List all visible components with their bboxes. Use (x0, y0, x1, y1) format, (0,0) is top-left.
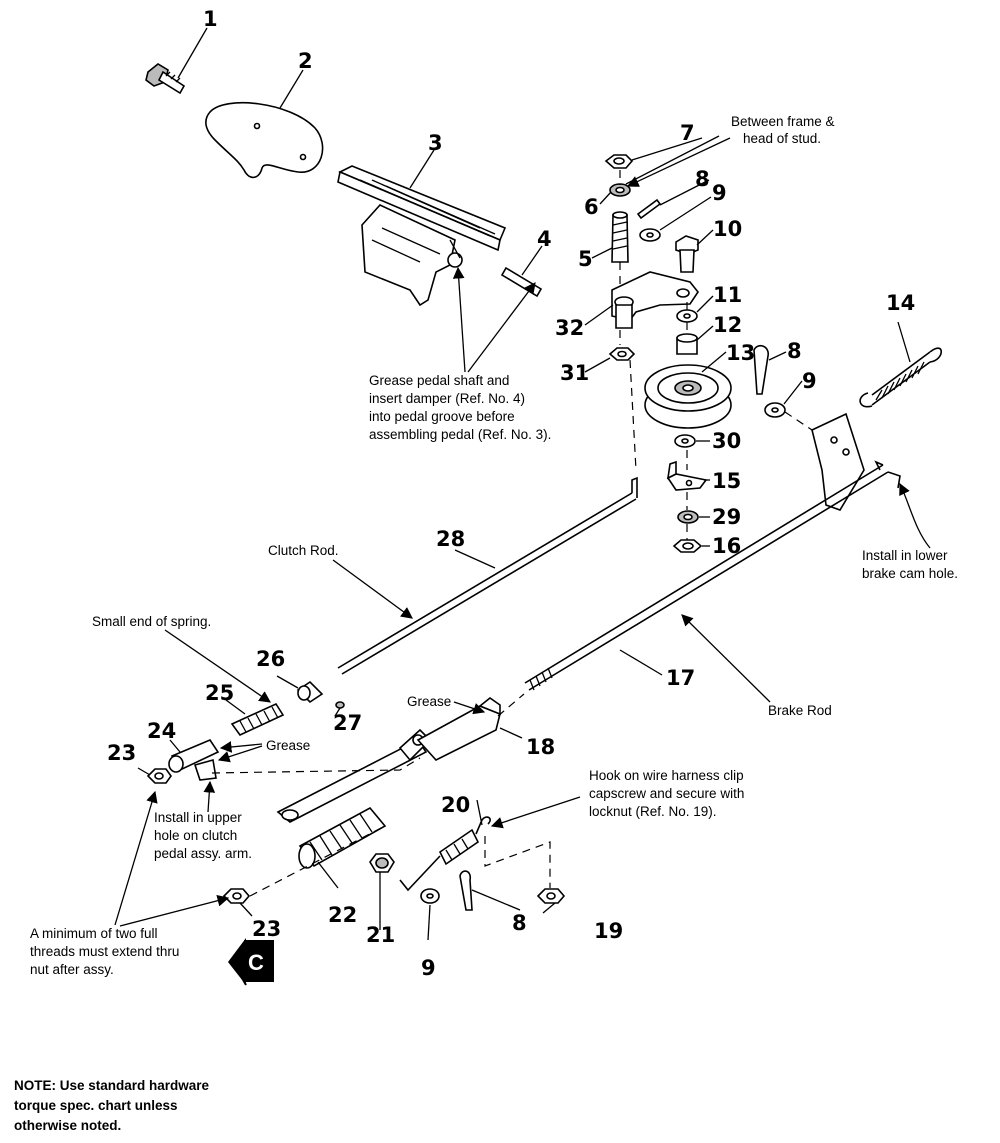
label-part-5: 5 (578, 247, 593, 271)
label-part-17: 17 (666, 666, 695, 690)
note-grease-pedal: Grease pedal shaft and insert damper (Re… (369, 373, 551, 442)
label-part-10: 10 (713, 217, 742, 241)
footer-note: NOTE: Use standard hardware torque spec.… (14, 1078, 213, 1133)
part-12-spacer (676, 333, 698, 355)
part-10-bolt (675, 235, 699, 273)
label-part-24: 24 (147, 719, 176, 743)
part-11-washer (676, 309, 698, 323)
part-9-washer-top (639, 228, 661, 242)
part-17-brake-rod (524, 460, 901, 691)
part-8-cotter-bottom (459, 870, 473, 911)
part-21-nut (369, 853, 395, 873)
label-part-9-top: 9 (712, 181, 727, 205)
part-2-plate (205, 102, 324, 179)
label-part-31: 31 (560, 361, 589, 385)
section-c-letter: C (248, 950, 264, 975)
part-22-spring (298, 806, 387, 869)
part-20-spring (399, 816, 491, 892)
part-3-pedal (337, 165, 507, 307)
label-part-30: 30 (712, 429, 741, 453)
part-23-nut-bottom (222, 888, 251, 904)
note-install-upper: Install in upper hole on clutch pedal as… (154, 810, 252, 861)
part-1-capscrew (145, 63, 186, 95)
label-part-28: 28 (436, 527, 465, 551)
part-13-pulley (644, 364, 732, 429)
note-small-end: Small end of spring. (92, 614, 211, 629)
label-part-13: 13 (726, 341, 755, 365)
label-part-29: 29 (712, 505, 741, 529)
part-32-idler-arm (611, 271, 699, 329)
callout-arrows (114, 137, 931, 927)
part-16-nut (672, 539, 703, 553)
label-part-8-right: 8 (787, 339, 802, 363)
note-grease-swivel: Grease (266, 738, 310, 753)
brake-cam-bracket (811, 412, 865, 511)
part-26-ferrule (296, 680, 324, 704)
part-8-cotter-top (636, 198, 662, 220)
label-part-25: 25 (205, 681, 234, 705)
part-23-nut-top (146, 768, 172, 784)
assembly-lines (211, 170, 813, 897)
label-part-20: 20 (441, 793, 470, 817)
label-part-7: 7 (680, 121, 695, 145)
leader-lines (137, 27, 911, 941)
note-between-frame: Between frame & head of stud. (731, 114, 838, 146)
part-9-washer-right (764, 402, 786, 418)
label-part-18: 18 (526, 735, 555, 759)
label-part-12: 12 (713, 313, 742, 337)
note-grease-arm: Grease (407, 694, 451, 709)
label-part-2: 2 (298, 49, 313, 73)
label-part-32: 32 (555, 316, 584, 340)
label-part-22: 22 (328, 903, 357, 927)
part-14-spring (859, 347, 943, 408)
label-part-11: 11 (713, 283, 742, 307)
part-8-cotter-right (753, 344, 769, 395)
label-part-1: 1 (203, 7, 218, 31)
part-6-washer (609, 183, 631, 197)
label-part-15: 15 (712, 469, 741, 493)
part-number-labels: 1 2 3 4 7 6 8 9 10 5 11 12 13 32 31 8 9 … (107, 7, 915, 980)
section-c-badge: C (228, 938, 274, 986)
label-part-9-bottom: 9 (421, 956, 436, 980)
label-part-23-top: 23 (107, 741, 136, 765)
note-clutch-rod: Clutch Rod. (268, 543, 339, 558)
part-31-nut (608, 347, 636, 361)
callout-notes: Between frame & head of stud. Grease ped… (30, 114, 958, 977)
label-part-19: 19 (594, 919, 623, 943)
part-15-belt-guide (666, 460, 708, 491)
label-part-26: 26 (256, 647, 285, 671)
note-brake-rod: Brake Rod (768, 703, 832, 718)
part-9-washer-bottom (420, 888, 440, 904)
label-part-16: 16 (712, 534, 741, 558)
part-19-nut (536, 888, 566, 904)
label-part-8-top: 8 (695, 167, 710, 191)
label-part-4: 4 (537, 227, 552, 251)
label-part-8-bottom: 8 (512, 911, 527, 935)
label-part-21: 21 (366, 923, 395, 947)
label-part-27: 27 (333, 711, 362, 735)
label-part-14: 14 (886, 291, 915, 315)
part-5-stud (611, 211, 629, 263)
label-part-23-bottom: 23 (252, 917, 281, 941)
part-18-arm (276, 697, 501, 823)
part-25-spring (230, 702, 285, 737)
note-minimum-threads: A minimum of two full threads must exten… (30, 926, 183, 977)
part-4-damper (500, 266, 543, 298)
part-28-clutch-rod (337, 476, 638, 675)
label-part-6: 6 (584, 195, 599, 219)
label-part-9-right: 9 (802, 369, 817, 393)
note-install-lower: Install in lower brake cam hole. (862, 548, 958, 581)
part-24-swivel (168, 739, 220, 781)
note-hook-wire: Hook on wire harness clip capscrew and s… (589, 768, 748, 819)
part-29-washer (677, 510, 699, 524)
label-part-3: 3 (428, 131, 443, 155)
part-7-nut (604, 154, 634, 169)
part-27-screw (335, 701, 345, 709)
part-30-washer (674, 434, 696, 448)
